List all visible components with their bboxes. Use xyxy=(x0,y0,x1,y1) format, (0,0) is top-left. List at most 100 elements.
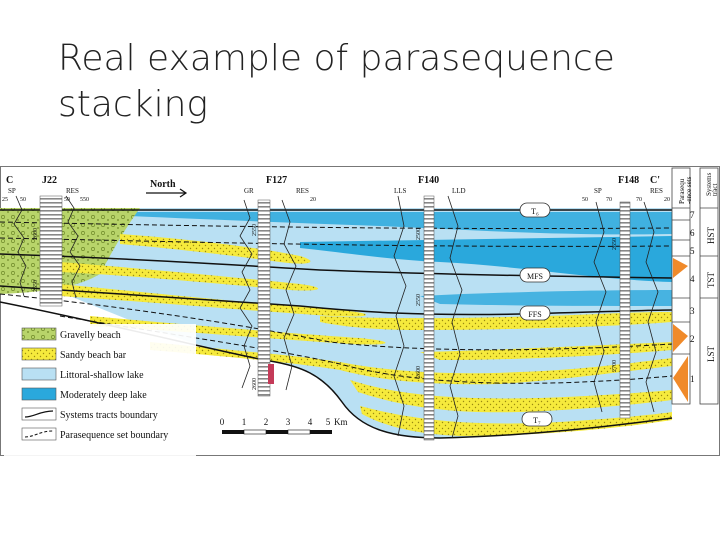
gravelly-beach-body xyxy=(0,208,140,294)
well-j22-right-max: 550 xyxy=(80,197,89,203)
well-f127-log-left: GR xyxy=(244,187,254,195)
well-f140-lithology xyxy=(423,195,435,441)
legend-line-systems-tracts-boundary xyxy=(24,410,54,418)
slide-title-line-2: stacking xyxy=(58,84,208,125)
parasequence-5: 5 xyxy=(690,246,695,256)
scale-tick-3: 3 xyxy=(286,417,291,427)
systems-tract-tst: TST xyxy=(706,271,716,288)
well-f148-log-left: SP xyxy=(594,187,602,195)
legend-label-sandy-beach-bar: Sandy beach bar xyxy=(60,350,127,361)
legend-item-littoral-shallow-lake: Littoral-shallow lake xyxy=(21,367,144,381)
slide-title-line-1: Real example of parasequence xyxy=(58,38,615,79)
section-end-label: C' xyxy=(650,175,660,186)
parasequence-4: 4 xyxy=(690,274,695,284)
well-f140-name: F140 xyxy=(418,175,439,186)
well-j22-log-right: RES xyxy=(66,187,79,195)
well-j22-depth-2: 2650 xyxy=(33,280,39,292)
scale-tick-5: 5 xyxy=(326,417,331,427)
well-j22-log-left: SP xyxy=(8,187,16,195)
surface-ffs-label: FFS xyxy=(528,310,541,319)
parasequence-7: 7 xyxy=(690,210,695,220)
scale-tick-1: 1 xyxy=(242,417,247,427)
well-f148-right-min: 70 xyxy=(636,197,642,203)
surface-t7: T₇ xyxy=(521,411,553,427)
north-label: North xyxy=(150,179,176,190)
well-f148-depth-1: 2650 xyxy=(612,238,618,250)
well-f148-res-curve xyxy=(643,201,659,413)
legend-item-parasequence-set-boundary: Parasequence set boundary xyxy=(21,427,168,441)
ffs-boundary xyxy=(0,285,673,316)
scale-tick-4: 4 xyxy=(308,417,313,427)
well-f140-depth-2: 2550 xyxy=(416,294,422,306)
well-f127-right-max: 20 xyxy=(310,197,316,203)
sand-bar-8 xyxy=(320,312,672,330)
legend-swatch-gravelly-beach xyxy=(21,327,57,341)
legend-swatch-moderately-deep-lake xyxy=(21,387,57,401)
sand-bar-2 xyxy=(60,262,319,291)
section-start-label: C xyxy=(6,175,13,186)
parasequence-column: Parasequ -ence sets 7 6 5 4 3 2 1 xyxy=(671,167,695,405)
well-f127-depth-2: 2600 xyxy=(252,378,258,390)
legend-item-systems-tracts-boundary: Systems tracts boundary xyxy=(21,407,158,421)
well-f140-depth-1: 2500 xyxy=(416,228,422,240)
well-f127-log-right: RES xyxy=(296,187,309,195)
trend-triangle-tst xyxy=(673,258,688,278)
well-f148-left-max: 70 xyxy=(606,197,612,203)
systems-header-line-2: tract xyxy=(711,184,719,196)
parasequence-header-line-1: Parasequ xyxy=(678,178,686,204)
legend-label-littoral-shallow-lake: Littoral-shallow lake xyxy=(60,370,144,381)
well-j22-left-max: 50 xyxy=(20,197,26,203)
well-f148 xyxy=(593,201,659,419)
legend-item-gravelly-beach: Gravelly beach xyxy=(21,327,121,341)
well-f148-right-max: 20 xyxy=(664,197,670,203)
well-f140-log-right: LLD xyxy=(452,187,466,195)
legend-item-sandy-beach-bar: Sandy beach bar xyxy=(21,347,127,361)
well-f140-depth-3: 2600 xyxy=(416,366,422,378)
deep-lake-lower xyxy=(420,290,672,306)
parasequence-1: 1 xyxy=(690,374,695,384)
systems-tract-lst: LST xyxy=(706,345,716,362)
well-f140-log-left: LLS xyxy=(394,187,407,195)
well-j22-res-curve xyxy=(65,195,81,299)
systems-tract-hst: HST xyxy=(706,226,716,244)
surface-mfs-label: MFS xyxy=(527,272,543,281)
legend-item-moderately-deep-lake: Moderately deep lake xyxy=(21,387,147,401)
ps-boundary-7-6 xyxy=(0,221,673,230)
scale-tick-0: 0 xyxy=(220,417,225,427)
well-f127 xyxy=(239,199,297,397)
parasequence-2: 2 xyxy=(690,334,695,344)
well-f148-log-right: RES xyxy=(650,187,663,195)
sand-bar-7 xyxy=(360,406,672,436)
well-f127-red-interval xyxy=(268,364,274,384)
parasequence-6: 6 xyxy=(690,228,695,238)
well-f148-left-min: 50 xyxy=(582,197,588,203)
sand-bar-4 xyxy=(90,316,386,345)
cross-section-figure: C C' North J22 SP RES 25 50 50 550 2600 … xyxy=(0,166,720,456)
well-f140-lls-curve xyxy=(393,195,407,437)
well-f148-depth-2: 2700 xyxy=(612,360,618,372)
legend-swatch-littoral-shallow-lake xyxy=(21,367,57,381)
sand-bar-9 xyxy=(420,342,672,360)
ps-boundary-3-2 xyxy=(0,293,673,351)
well-f140 xyxy=(393,195,463,441)
well-f127-name: F127 xyxy=(266,175,287,186)
legend-label-gravelly-beach: Gravelly beach xyxy=(60,330,121,341)
surface-mfs: MFS xyxy=(519,267,551,283)
surface-t7-label: T₇ xyxy=(533,416,541,425)
parasequence-3: 3 xyxy=(690,306,695,316)
well-f148-name: F148 xyxy=(618,175,639,186)
trend-triangle-lst-lower xyxy=(673,356,688,402)
trend-triangle-lst-upper xyxy=(673,324,688,352)
legend-label-parasequence-set-boundary: Parasequence set boundary xyxy=(60,430,168,441)
well-f140-lld-curve xyxy=(447,195,463,439)
well-j22-right-min: 50 xyxy=(64,197,70,203)
systems-header-line-1: Systems xyxy=(705,172,713,196)
well-f127-depth-1: 2550 xyxy=(252,224,258,236)
well-j22-left-min: 25 xyxy=(2,197,8,203)
surface-t6-label: T₆ xyxy=(531,207,539,216)
well-j22-name: J22 xyxy=(42,175,57,186)
well-f148-lithology xyxy=(619,201,631,419)
well-j22-lithology xyxy=(39,195,63,307)
well-f127-gr-curve xyxy=(239,199,253,389)
well-f127-lithology xyxy=(257,199,271,397)
